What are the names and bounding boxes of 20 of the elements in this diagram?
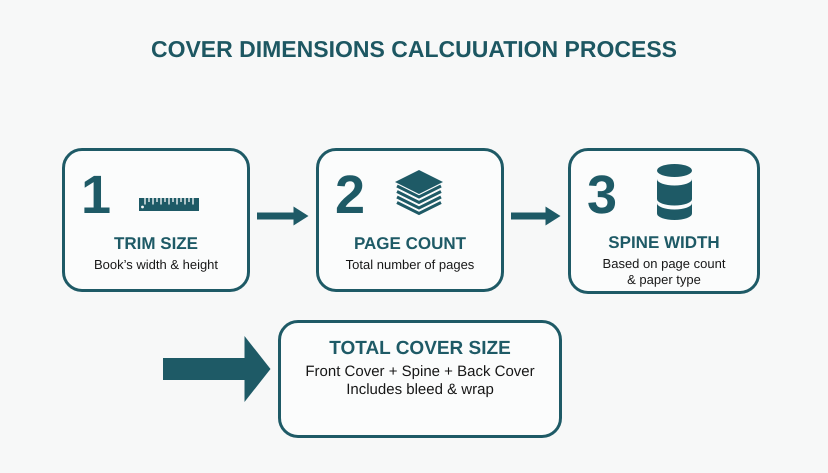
step-description: Based on page count & paper type	[602, 256, 726, 288]
block-arrow	[163, 336, 270, 402]
step-description: Total number of pages	[346, 257, 474, 273]
diagram-title: COVER DIMENSIONS CALCUUATION PROCESS	[150, 35, 678, 63]
step-title: TRIM SIZE	[114, 233, 198, 254]
step-number: 2	[335, 168, 366, 222]
step-number: 3	[587, 168, 618, 222]
step-box	[316, 148, 504, 292]
result-title: TOTAL COVER SIZE	[329, 337, 511, 360]
result-description: Front Cover + Spine + Back Cover	[305, 363, 535, 381]
step-title: SPINE WIDTH	[608, 232, 720, 253]
result-box	[278, 320, 562, 438]
step-description: Book’s width & height	[94, 257, 218, 273]
step-number: 1	[81, 168, 112, 222]
arrow	[511, 206, 560, 226]
result-description: Includes bleed & wrap	[346, 381, 494, 399]
step-box	[568, 148, 760, 294]
step-box	[62, 148, 250, 292]
arrow	[257, 206, 308, 226]
step-title: PAGE COUNT	[354, 233, 466, 254]
